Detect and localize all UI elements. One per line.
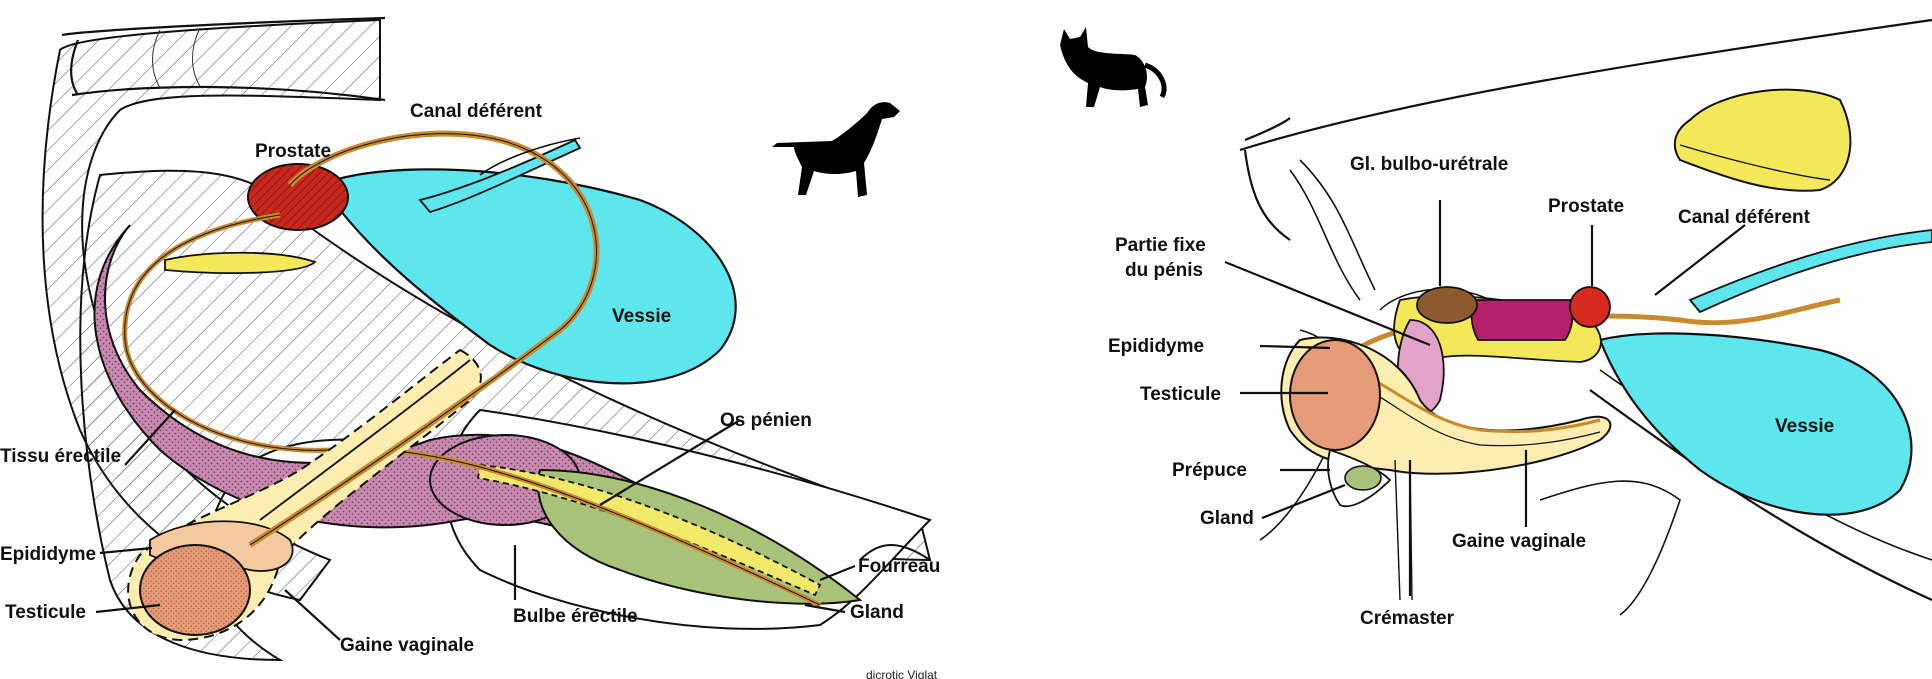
cat-label-partie-fixe-1: Partie fixe xyxy=(1115,235,1206,256)
cat-label-partie-fixe-2: du pénis xyxy=(1125,260,1203,281)
dog-label-gland: Gland xyxy=(850,602,904,623)
cat-testis xyxy=(1289,339,1381,451)
dog-label-fourreau: Fourreau xyxy=(858,556,940,577)
dog-label-testicule: Testicule xyxy=(5,602,86,623)
dog-leader-lines xyxy=(95,409,856,641)
cat-label-testicule: Testicule xyxy=(1140,384,1221,405)
dog-label-tissu-erectile: Tissu érectile xyxy=(0,446,121,467)
cat-glans xyxy=(1344,465,1382,491)
dog-ureter xyxy=(479,137,581,176)
dog-accessory-gland xyxy=(164,251,317,274)
dog-label-canal-deferent: Canal déférent xyxy=(410,101,543,122)
cat-diagram: Gl. bulbo-urétrale Prostate Canal défére… xyxy=(1060,18,1932,629)
dog-os-penis xyxy=(476,464,822,597)
cat-kidney xyxy=(1673,88,1852,192)
dog-credit: dicrotic Viglat xyxy=(866,668,938,679)
cat-body-outline xyxy=(1239,18,1932,616)
cat-leader-lines xyxy=(1224,200,1746,596)
cat-urethral-muscle xyxy=(1470,299,1574,341)
cat-prostate xyxy=(1569,286,1611,328)
dog-label-prostate: Prostate xyxy=(255,141,331,162)
dog-prostate xyxy=(247,163,349,231)
dog-label-epididyme: Epididyme xyxy=(0,544,96,565)
cat-bulbourethral-gland xyxy=(1416,286,1478,324)
cat-label-prepuce: Prépuce xyxy=(1172,460,1247,481)
dog-spermatic-cord xyxy=(259,359,471,521)
cat-label-cremaster: Crémaster xyxy=(1360,608,1455,629)
dog-label-gaine-vaginale: Gaine vaginale xyxy=(340,635,474,656)
cat-label-epididyme: Epididyme xyxy=(1108,336,1204,357)
cat-label-gl-bulbo-uretrale: Gl. bulbo-urétrale xyxy=(1350,154,1508,175)
dog-silhouette-icon xyxy=(772,102,900,197)
dog-label-bulbe-erectile: Bulbe érectile xyxy=(513,606,638,627)
cat-bladder xyxy=(1598,332,1913,516)
cat-label-vessie: Vessie xyxy=(1775,416,1834,437)
cat-label-prostate: Prostate xyxy=(1548,196,1624,217)
cat-silhouette-icon xyxy=(1060,27,1167,107)
dog-fourreau-line xyxy=(859,544,931,561)
cat-label-gland: Gland xyxy=(1200,508,1254,529)
dog-testis xyxy=(139,544,251,636)
cat-label-canal-deferent: Canal déférent xyxy=(1678,207,1811,228)
cat-label-gaine-vaginale: Gaine vaginale xyxy=(1452,531,1586,552)
dog-label-os-penien: Os pénien xyxy=(720,410,812,431)
cat-ureter xyxy=(1688,229,1932,314)
dog-label-vessie: Vessie xyxy=(612,306,671,327)
dog-diagram: Canal déférent Prostate Vessie Tissu ére… xyxy=(0,16,940,679)
